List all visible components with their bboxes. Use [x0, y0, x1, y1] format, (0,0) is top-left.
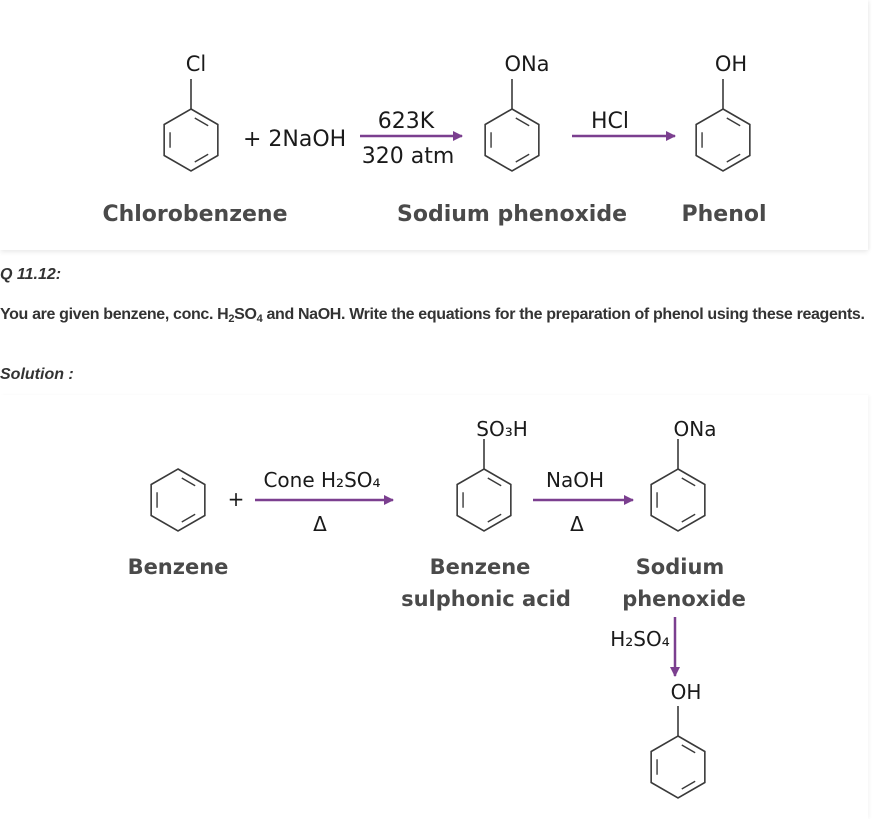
- double-bond: [726, 117, 741, 127]
- label-sodium: Sodium: [636, 555, 725, 579]
- ring-outline: [695, 108, 751, 172]
- label-benzene-sulphonic-1: Benzene: [430, 555, 531, 579]
- substituent-ona: ONa: [674, 417, 717, 441]
- substituent-oh: OH: [715, 52, 747, 76]
- subscript: 2: [228, 313, 235, 325]
- double-bond: [726, 153, 741, 163]
- double-bond: [681, 477, 696, 487]
- reaction-image-benzene: [0, 395, 868, 819]
- substituent-oh: OH: [671, 680, 702, 704]
- ring-outline: [484, 108, 540, 172]
- phenol-structure: OH: [695, 52, 751, 172]
- benzene-ring-icon: [163, 79, 219, 172]
- reagent-conc-h2so4: Cone H₂SO₄: [263, 468, 380, 492]
- question-number: Q 11.12:: [0, 266, 62, 283]
- label-phenol: Phenol: [681, 202, 766, 227]
- benzene-ring-icon: [650, 439, 706, 532]
- double-bond: [181, 513, 196, 523]
- double-bond: [194, 153, 209, 163]
- question-text: You are given benzene, conc. H2SO4 and N…: [0, 302, 870, 327]
- question-text-part: SO: [234, 306, 257, 323]
- benzene-ring-icon: [695, 79, 751, 172]
- condition-pressure: 320 atm: [362, 144, 455, 169]
- double-bond: [681, 513, 696, 523]
- condition-temperature: 623K: [378, 109, 435, 134]
- benzene-ring-icon: [650, 706, 706, 799]
- substituent-cl: Cl: [186, 52, 207, 76]
- ring-outline: [150, 468, 206, 532]
- condition-heat: Δ: [313, 512, 327, 536]
- double-bond: [681, 780, 696, 790]
- substituent-so3h: SO₃H: [476, 417, 528, 441]
- reaction-image-chlorobenzene: [0, 0, 868, 250]
- reagent-naoh: + 2NaOH: [243, 127, 346, 152]
- benzene-ring-icon: [456, 439, 512, 532]
- ring-outline: [650, 468, 706, 532]
- label-sodium-phenoxide: Sodium phenoxide: [397, 202, 627, 227]
- sodium-phenoxide-structure: ONa: [484, 52, 550, 172]
- condition-heat: Δ: [570, 512, 584, 536]
- ring-outline: [163, 108, 219, 172]
- chlorobenzene-structure: Cl: [163, 52, 219, 172]
- benzene-ring-icon: [484, 79, 540, 172]
- ring-outline: [650, 735, 706, 799]
- label-chlorobenzene: Chlorobenzene: [102, 202, 287, 227]
- label-benzene-sulphonic-2: sulphonic acid: [401, 587, 571, 611]
- question-text-part: You are given benzene, conc. H: [0, 306, 229, 323]
- substituent-ona: ONa: [504, 52, 549, 76]
- double-bond: [194, 117, 209, 127]
- reagent-naoh: NaOH: [546, 468, 604, 492]
- ring-outline: [456, 468, 512, 532]
- double-bond: [515, 153, 530, 163]
- question-text-part: and NaOH. Write the equations for the pr…: [262, 306, 865, 323]
- subscript: 4: [256, 313, 263, 325]
- plus-sign: +: [228, 487, 245, 511]
- reagent-h2so4: H₂SO₄: [610, 627, 670, 651]
- benzene-ring-icon: [150, 468, 206, 532]
- reagent-hcl: HCl: [591, 109, 629, 134]
- solution-label: Solution :: [0, 366, 74, 383]
- double-bond: [681, 744, 696, 754]
- double-bond: [487, 477, 502, 487]
- double-bond: [181, 477, 196, 487]
- double-bond: [487, 513, 502, 523]
- label-benzene: Benzene: [128, 555, 229, 579]
- label-phenoxide: phenoxide: [622, 587, 746, 611]
- double-bond: [515, 117, 530, 127]
